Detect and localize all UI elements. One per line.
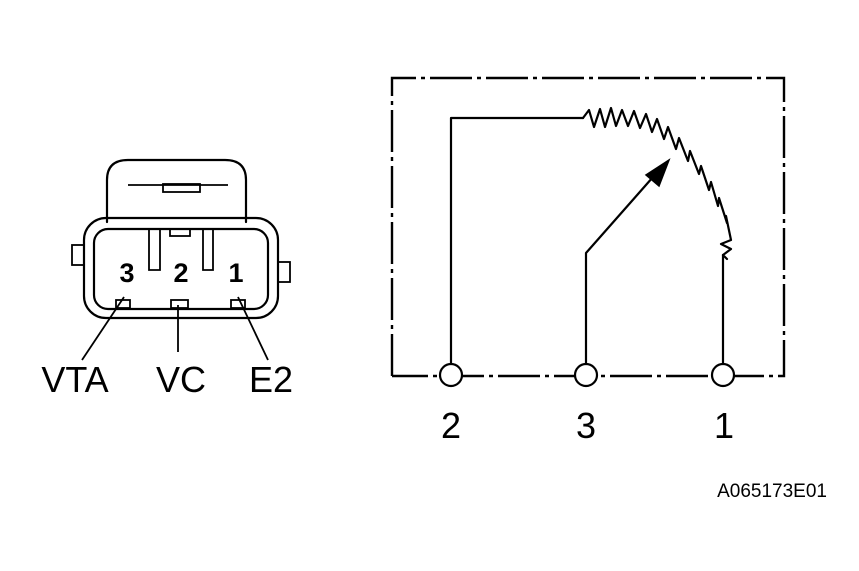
signal-label-vta: VTA [41, 359, 108, 400]
terminal-3-node [573, 362, 599, 388]
wiper-arrowhead-icon [644, 158, 671, 188]
latch-slot [162, 183, 201, 193]
figure-code: A065173E01 [717, 481, 827, 502]
terminal-label-3: 3 [576, 405, 596, 446]
key-pin-1 [230, 299, 246, 309]
divider-left [148, 229, 161, 271]
pin-number-3: 3 [119, 258, 134, 288]
terminal-2-node [438, 362, 464, 388]
circuit-schematic: 2 3 1 [390, 76, 786, 446]
key-pin-2 [170, 299, 189, 309]
terminal-1-node [710, 362, 736, 388]
terminal-label-1: 1 [714, 405, 734, 446]
signal-label-vc: VC [156, 359, 206, 400]
sensor-housing-outline [390, 76, 786, 378]
wiper-wire [584, 175, 655, 366]
divider-right [202, 229, 214, 271]
pin-number-1: 1 [228, 258, 243, 288]
signal-label-e2: E2 [249, 359, 293, 400]
right-tab [277, 261, 291, 283]
left-tab [71, 244, 85, 266]
resistor-element [581, 106, 733, 261]
top-key [169, 228, 191, 237]
wire-terminal-2 [449, 116, 585, 366]
pin-number-2: 2 [173, 258, 188, 288]
connector-drawing: 3 2 1 VTA VC E2 [41, 158, 293, 400]
terminal-label-2: 2 [441, 405, 461, 446]
leader-vta [81, 296, 125, 361]
connector-latch [105, 158, 248, 224]
leader-e2 [237, 296, 269, 361]
